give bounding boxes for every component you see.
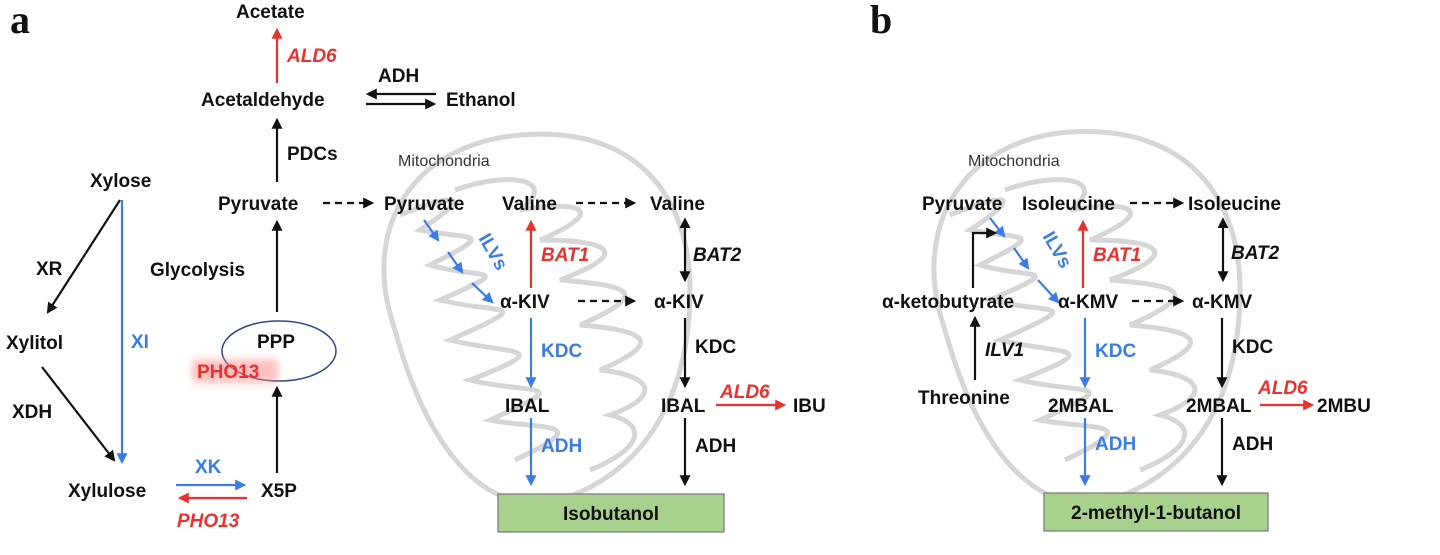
arrow-ilvs-b-2 bbox=[1013, 247, 1030, 270]
mitochondrion-icon bbox=[381, 131, 693, 506]
enzyme-kdc-b-cyto: KDC bbox=[1232, 337, 1273, 358]
enzyme-xdh: XDH bbox=[12, 402, 52, 423]
metabolite-ibu: IBU bbox=[793, 396, 826, 417]
enzyme-adh-b-mito: ADH bbox=[1095, 434, 1136, 455]
enzyme-adh-cyto: ADH bbox=[695, 436, 736, 457]
enzyme-ilv1: ILV1 bbox=[985, 340, 1024, 361]
metabolite-akmv-mito: α-KMV bbox=[1058, 292, 1119, 313]
arrow-xdh bbox=[41, 366, 116, 462]
product-box-isobutanol bbox=[497, 493, 725, 533]
enzyme-xk: XK bbox=[195, 457, 222, 478]
arrow-ilvs-3 bbox=[471, 282, 494, 304]
metabolite-pyruvate-mito: Pyruvate bbox=[384, 194, 464, 215]
enzyme-pdcs: PDCs bbox=[287, 144, 338, 165]
metabolite-akiv-cyto: α-KIV bbox=[654, 292, 704, 313]
enzyme-pho13-glow: PHO13 bbox=[197, 362, 259, 383]
mitochondria-label-b: Mitochondria bbox=[968, 153, 1060, 170]
enzyme-ald6-top: ALD6 bbox=[286, 46, 337, 67]
enzyme-xi: XI bbox=[131, 332, 149, 353]
metabolite-2mbal-mito: 2MBAL bbox=[1048, 396, 1114, 417]
enzyme-kdc-b-mito: KDC bbox=[1095, 341, 1136, 362]
enzyme-bat2: BAT2 bbox=[693, 245, 742, 266]
metabolite-pyruvate-cytosol: Pyruvate bbox=[218, 194, 298, 215]
enzyme-ald6-b: ALD6 bbox=[1257, 378, 1308, 399]
panel-label-b: b bbox=[870, 0, 892, 42]
enzyme-bat2-b: BAT2 bbox=[1231, 243, 1280, 264]
arrow-aketobutyrate-to-ilvs bbox=[971, 227, 998, 288]
arrow-ilvs-2 bbox=[447, 251, 464, 274]
metabolite-akmv-cyto: α-KMV bbox=[1192, 292, 1253, 313]
metabolite-akiv-mito: α-KIV bbox=[500, 292, 550, 313]
metabolite-ppp: PPP bbox=[257, 332, 295, 353]
arrow-ilvs-1 bbox=[423, 219, 440, 242]
product-isobutanol: Isobutanol bbox=[563, 504, 659, 525]
metabolite-threonine: Threonine bbox=[918, 388, 1010, 409]
metabolite-ibal-cyto: IBAL bbox=[661, 396, 706, 417]
pho13-highlight-glow bbox=[192, 359, 278, 383]
metabolite-ethanol: Ethanol bbox=[446, 90, 516, 111]
enzyme-adh-b-cyto: ADH bbox=[1232, 434, 1273, 455]
metabolite-isoleucine-cyto: Isoleucine bbox=[1188, 194, 1281, 215]
enzyme-ilvs-b: ILVs bbox=[1038, 228, 1076, 272]
enzyme-kdc-mito: KDC bbox=[541, 341, 582, 362]
metabolite-acetaldehyde: Acetaldehyde bbox=[201, 90, 325, 111]
metabolite-xylulose: Xylulose bbox=[68, 481, 146, 502]
product-2-methyl-1-butanol: 2-methyl-1-butanol bbox=[1071, 503, 1241, 524]
label-glycolysis: Glycolysis bbox=[150, 260, 245, 281]
panel-label-a: a bbox=[10, 0, 30, 42]
metabolite-valine-mito: Valine bbox=[502, 194, 557, 215]
product-box-2-methyl-1-butanol bbox=[1043, 492, 1269, 532]
metabolite-x5p: X5P bbox=[261, 481, 297, 502]
enzyme-ilvs-a: ILVs bbox=[474, 230, 512, 274]
enzyme-kdc-cyto: KDC bbox=[695, 337, 736, 358]
metabolite-xylitol: Xylitol bbox=[6, 333, 63, 354]
enzyme-bat1: BAT1 bbox=[541, 245, 589, 266]
metabolite-2mbal-cyto: 2MBAL bbox=[1186, 396, 1252, 417]
metabolite-aketobutyrate: α-ketobutyrate bbox=[882, 292, 1014, 313]
metabolite-acetate: Acetate bbox=[236, 2, 305, 23]
arrow-ilvs-b-1 bbox=[989, 217, 1006, 238]
mitochondria-label-a: Mitochondria bbox=[398, 153, 490, 170]
enzyme-adh-top: ADH bbox=[378, 66, 419, 87]
metabolite-ibal-mito: IBAL bbox=[505, 396, 550, 417]
panel-a: a Mitochondria Acetate ALD6 Acetaldehyde… bbox=[6, 0, 826, 533]
enzyme-pho13-bottom: PHO13 bbox=[177, 511, 240, 532]
arrow-xr bbox=[46, 199, 121, 314]
metabolite-2mbu: 2MBU bbox=[1317, 396, 1371, 417]
metabolite-pyruvate-b: Pyruvate bbox=[922, 194, 1002, 215]
ppp-ellipse bbox=[221, 320, 337, 382]
enzyme-xr: XR bbox=[36, 259, 63, 280]
metabolite-xylose: Xylose bbox=[90, 171, 151, 192]
metabolite-valine-cyto: Valine bbox=[650, 194, 705, 215]
arrow-ilvs-b-3 bbox=[1037, 279, 1060, 304]
enzyme-bat1-b: BAT1 bbox=[1093, 245, 1141, 266]
enzyme-adh-mito: ADH bbox=[541, 436, 582, 457]
mitochondrion-icon bbox=[931, 129, 1243, 506]
panel-b: b Mitochondria Pyruvate ILVs Isoleucine … bbox=[870, 0, 1371, 532]
metabolite-isoleucine-mito: Isoleucine bbox=[1022, 194, 1115, 215]
enzyme-ald6-right: ALD6 bbox=[719, 382, 770, 403]
